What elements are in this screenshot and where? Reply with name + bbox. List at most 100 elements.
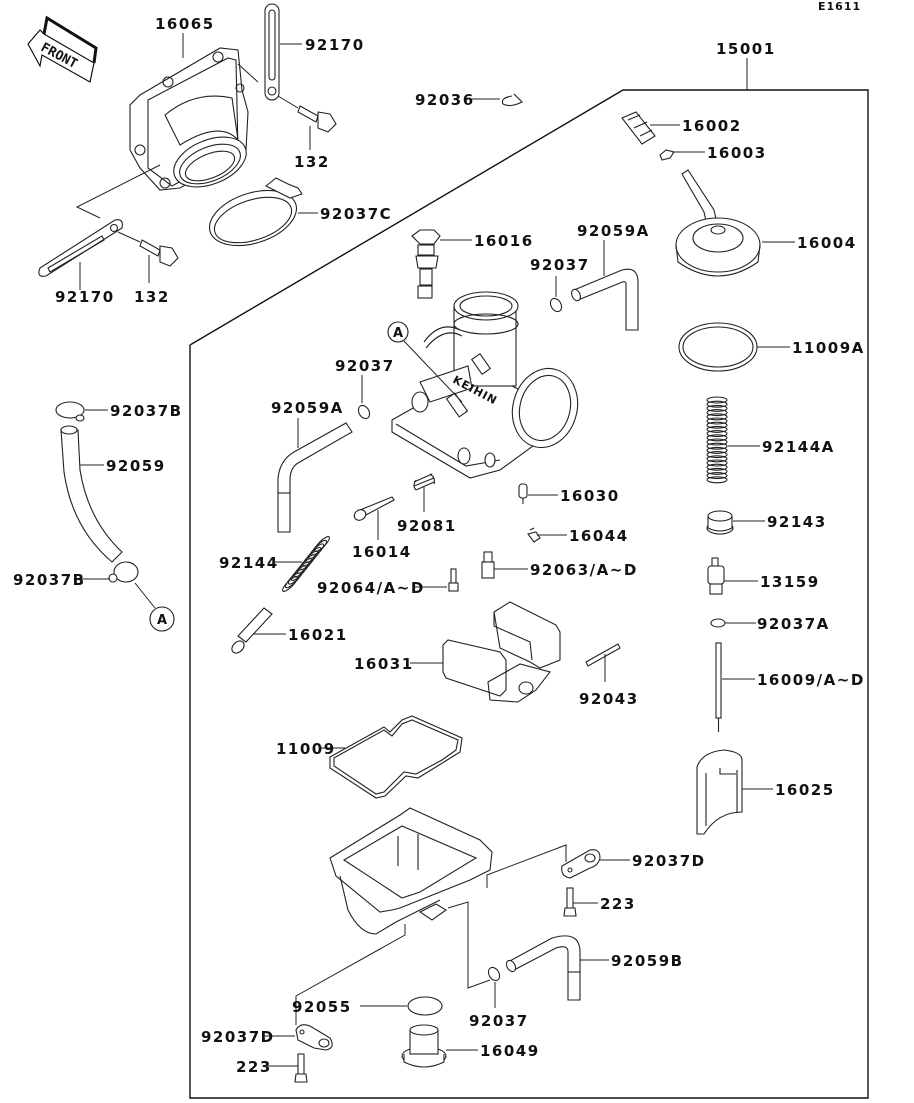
part-label-11009[interactable]: 11009 [276,740,336,758]
part-label-16021[interactable]: 16021 [288,626,348,644]
part-label-92037B-top[interactable]: 92037B [110,402,183,420]
part-label-16004[interactable]: 16004 [797,234,857,252]
front-arrow-icon: FRONT [27,15,98,83]
main-jet-part[interactable] [481,551,495,579]
screw-part-16021[interactable] [230,607,273,655]
clamp-part-92037-mid[interactable] [356,403,372,420]
part-label-16030[interactable]: 16030 [560,487,620,505]
part-label-92037B-bottom[interactable]: 92037B [13,571,86,589]
spring-coil [314,536,330,552]
clamp-part-92037-bottom[interactable] [486,965,502,982]
jet-needle-part[interactable] [715,642,722,732]
part-label-16031[interactable]: 16031 [354,655,414,673]
screw-part-223-right[interactable] [563,887,577,917]
part-label-13159[interactable]: 13159 [760,573,820,591]
part-label-16025[interactable]: 16025 [775,781,835,799]
part-label-11009A[interactable]: 11009A [792,339,865,357]
gasket-part-11009A[interactable] [678,322,758,372]
clamp-strap-part-bottom[interactable] [38,164,161,277]
clamp-part-92037B-bottom[interactable] [108,561,139,583]
part-label-92059A-top[interactable]: 92059A [577,222,650,240]
o-ring-part-92037A[interactable] [710,618,726,628]
spring-part-92144A[interactable] [706,396,728,484]
throttle-valve-part[interactable] [696,749,743,835]
collar-part-92143[interactable] [706,510,734,535]
float-bowl-part[interactable] [329,807,493,935]
drain-plug-part[interactable] [401,1024,447,1068]
hose-guide-part-92037D-right[interactable] [561,849,601,879]
tube-part-92059A-top[interactable] [570,268,639,331]
part-label-92037-mid[interactable]: 92037 [335,357,395,375]
part-label-16002[interactable]: 16002 [682,117,742,135]
spring-coil [706,396,728,404]
part-label-92144[interactable]: 92144 [219,554,279,572]
tube-part-92059B[interactable] [505,935,581,1001]
part-label-92081[interactable]: 92081 [397,517,457,535]
svg-text:A: A [157,613,167,628]
part-label-16065[interactable]: 16065 [155,15,215,33]
clip-part-92036[interactable] [501,93,523,107]
hose-guide-part-92037D-left[interactable] [295,1024,333,1051]
clamp-part-92037B-top[interactable] [55,401,85,422]
jet-part-16030[interactable] [518,483,528,504]
hose-clamp-part[interactable] [202,177,303,256]
pin-part-92043[interactable] [585,643,621,667]
needle-holder-part[interactable] [707,557,725,595]
part-label-92170-bottom[interactable]: 92170 [55,288,115,306]
spring-part-92144[interactable] [281,535,331,593]
tube-part-92059[interactable] [60,425,123,563]
part-label-132-bottom[interactable]: 132 [134,288,170,306]
part-label-92063[interactable]: 92063/A~D [530,561,638,579]
part-label-16003[interactable]: 16003 [707,144,767,162]
part-label-92144A[interactable]: 92144A [762,438,835,456]
part-label-92143[interactable]: 92143 [767,513,827,531]
callout-a-top: A [387,321,463,403]
clamp-strap-part-top[interactable] [237,3,280,101]
assembly-frame [189,58,869,1099]
float-part[interactable] [442,601,561,703]
screw-part-223-left[interactable] [294,1053,308,1083]
clamp-part-92037-top[interactable] [548,296,564,313]
part-label-92043[interactable]: 92043 [579,690,639,708]
part-label-92037C[interactable]: 92037C [320,205,392,223]
part-label-92036[interactable]: 92036 [415,91,475,109]
spring-coil [706,434,728,442]
part-label-223-left[interactable]: 223 [236,1058,272,1076]
part-label-16016[interactable]: 16016 [474,232,534,250]
part-label-16009[interactable]: 16009/A~D [757,671,865,689]
part-label-132-top[interactable]: 132 [294,153,330,171]
part-label-16049[interactable]: 16049 [480,1042,540,1060]
intake-holder-part[interactable] [129,47,253,197]
top-cap-part[interactable] [675,169,761,277]
spring-part-92081[interactable] [413,473,436,491]
part-label-92170-top[interactable]: 92170 [305,36,365,54]
part-label-92037-top[interactable]: 92037 [530,256,590,274]
part-label-16044[interactable]: 16044 [569,527,629,545]
float-bowl-gasket-part[interactable] [329,715,463,799]
part-label-16014[interactable]: 16014 [352,543,412,561]
spring-coil [706,455,728,463]
air-screw-part[interactable] [352,496,395,522]
part-label-92037A[interactable]: 92037A [757,615,830,633]
part-label-92037D-right[interactable]: 92037D [632,852,706,870]
spring-coil [706,413,728,421]
carburetor-body-part[interactable]: KEIHIN [391,291,586,479]
pilot-jet-part[interactable] [448,568,459,592]
bolt-part-top[interactable] [277,95,337,133]
callout-a-left: A [134,582,175,632]
nut-part-16003[interactable] [659,149,675,161]
part-label-92037-bottom[interactable]: 92037 [469,1012,529,1030]
cable-adjuster-part[interactable] [621,111,656,145]
part-label-92055[interactable]: 92055 [292,998,352,1016]
o-ring-part-92055[interactable] [407,996,443,1016]
part-label-92059[interactable]: 92059 [106,457,166,475]
idle-screw-part[interactable] [411,229,441,299]
clip-part-16044[interactable] [527,527,541,543]
part-label-223-right[interactable]: 223 [600,895,636,913]
part-label-92064[interactable]: 92064/A~D [317,579,425,597]
tube-part-92059A-left[interactable] [277,422,353,533]
part-label-92059B[interactable]: 92059B [611,952,684,970]
part-label-92037D-left[interactable]: 92037D [201,1028,275,1046]
part-label-92059A-left[interactable]: 92059A [271,399,344,417]
bolt-part-bottom[interactable] [117,231,179,267]
